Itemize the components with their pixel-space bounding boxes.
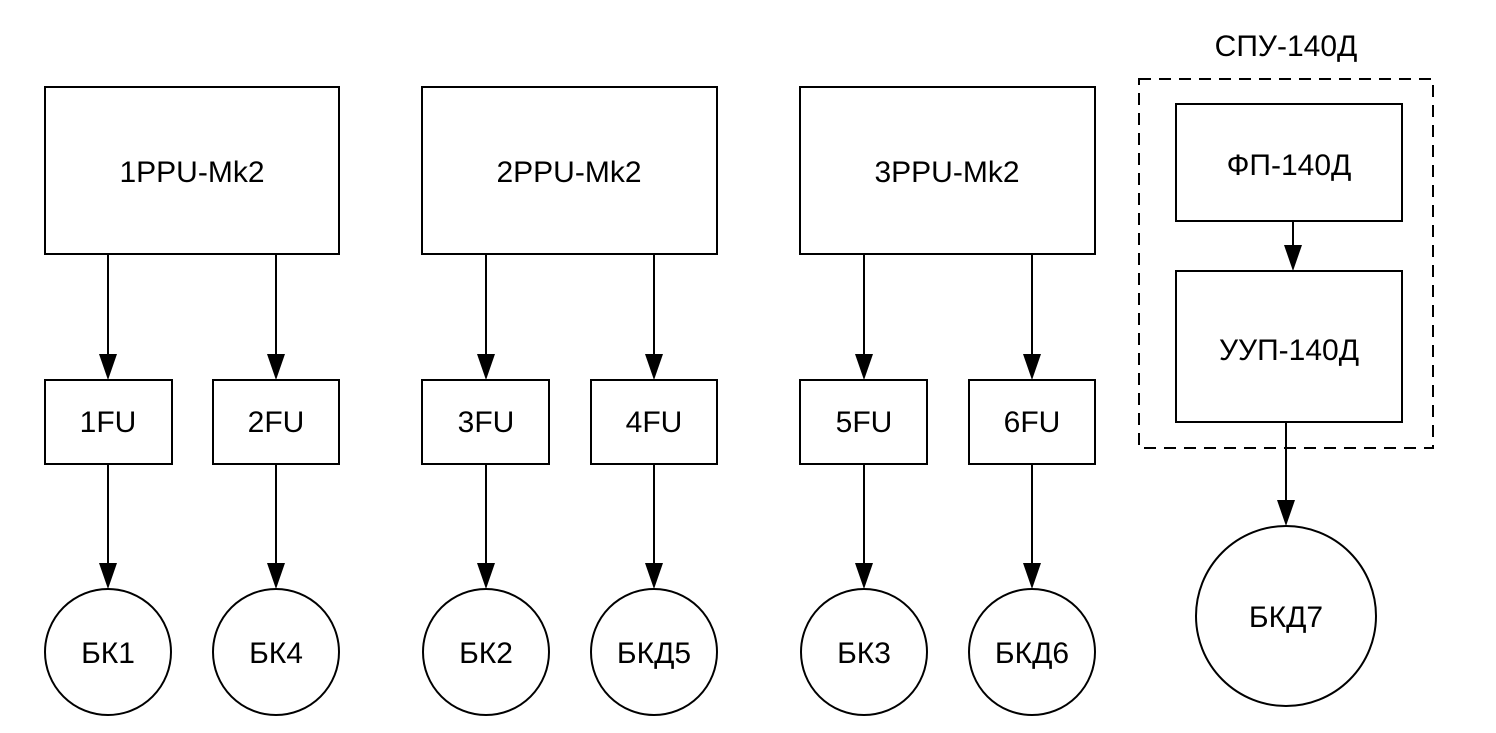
block-bkd7: БКД7 — [1195, 525, 1377, 707]
fu-5fu: 5FU — [799, 379, 928, 465]
arrowhead-icon — [1284, 245, 1302, 271]
block-label: БКД5 — [617, 637, 691, 670]
fu-label: 2FU — [248, 406, 305, 439]
fu-3fu: 3FU — [421, 379, 550, 465]
block-label: БК2 — [459, 637, 513, 670]
block-bkd6: БКД6 — [968, 588, 1096, 716]
fu-label: 6FU — [1004, 406, 1061, 439]
block-bkd5: БКД5 — [590, 588, 718, 716]
block-bk1: БК1 — [44, 588, 172, 716]
block-bk2: БК2 — [422, 588, 550, 716]
arrowhead-icon — [645, 354, 663, 380]
controller-label: 2PPU-Mk2 — [496, 156, 641, 189]
controller-1ppu: 1PPU-Mk2 — [44, 86, 340, 255]
block-label: БКД6 — [995, 637, 1069, 670]
spu-uup: УУП-140Д — [1175, 270, 1403, 423]
arrowhead-icon — [267, 354, 285, 380]
block-label: БКД7 — [1249, 601, 1323, 634]
block-label: БК4 — [249, 637, 303, 670]
arrowhead-icon — [1277, 500, 1295, 526]
block-label: БК1 — [81, 637, 135, 670]
controller-2ppu: 2PPU-Mk2 — [421, 86, 718, 255]
controller-3ppu: 3PPU-Mk2 — [799, 86, 1096, 255]
fu-label: 5FU — [836, 406, 893, 439]
controller-label: 1PPU-Mk2 — [119, 156, 264, 189]
edges — [99, 221, 1302, 589]
arrowhead-icon — [267, 563, 285, 589]
uup-label: УУП-140Д — [1219, 334, 1359, 367]
arrowhead-icon — [477, 354, 495, 380]
spu-group-label: СПУ-140Д — [1215, 30, 1358, 63]
block-bk3: БК3 — [800, 588, 928, 716]
block-label: БК3 — [837, 637, 891, 670]
arrowhead-icon — [1023, 563, 1041, 589]
block-bk4: БК4 — [212, 588, 340, 716]
fu-label: 3FU — [458, 406, 515, 439]
arrowhead-icon — [99, 354, 117, 380]
arrowhead-icon — [1023, 354, 1041, 380]
fu-1fu: 1FU — [44, 379, 173, 465]
fp-label: ФП-140Д — [1227, 149, 1352, 182]
fu-6fu: 6FU — [968, 379, 1096, 465]
arrowhead-icon — [855, 354, 873, 380]
arrowhead-icon — [99, 563, 117, 589]
fu-4fu: 4FU — [590, 379, 718, 465]
arrowhead-icon — [477, 563, 495, 589]
fu-2fu: 2FU — [212, 379, 340, 465]
arrowhead-icon — [855, 563, 873, 589]
arrowhead-icon — [645, 563, 663, 589]
spu-fp: ФП-140Д — [1175, 103, 1403, 222]
controller-label: 3PPU-Mk2 — [874, 156, 1019, 189]
fu-label: 4FU — [626, 406, 683, 439]
fu-label: 1FU — [80, 406, 137, 439]
